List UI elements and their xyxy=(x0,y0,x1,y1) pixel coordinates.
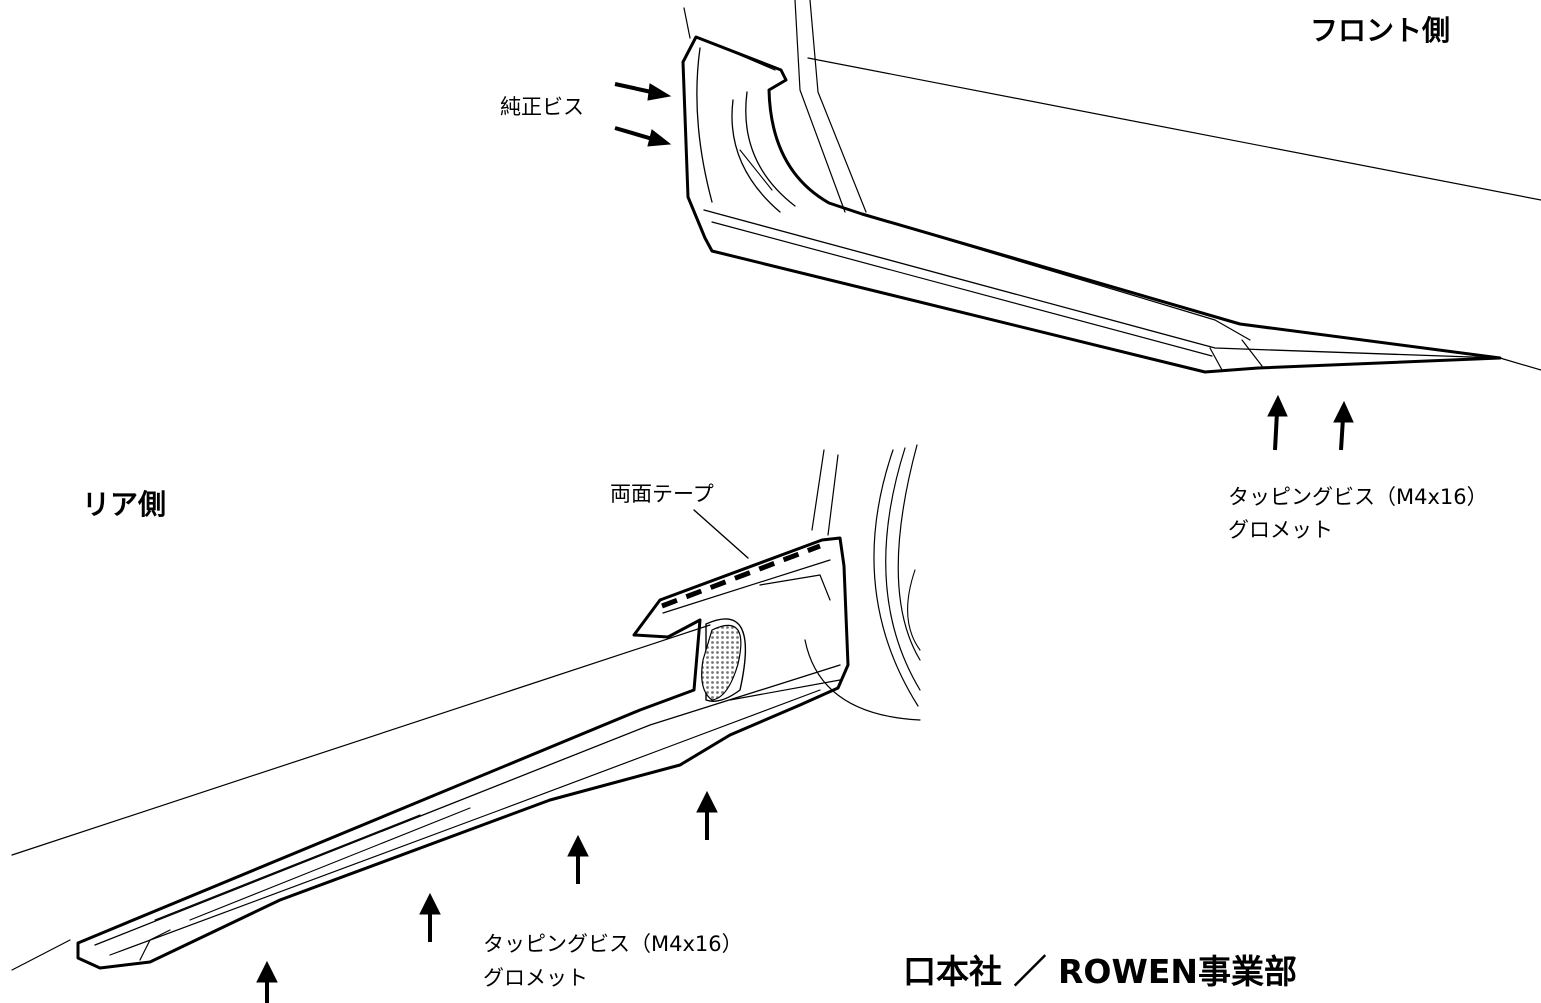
mesh-vent-icon xyxy=(701,624,742,701)
company-name: 口本社 ／ ROWEN事業部 xyxy=(903,952,1298,991)
front-side-skirt-drawing xyxy=(681,0,1541,374)
double-sided-tape-line xyxy=(661,543,821,609)
arrow-icon xyxy=(614,82,1354,451)
rear-side-title: リア側 xyxy=(82,488,167,521)
double-sided-tape-label: 両面テープ xyxy=(610,482,714,506)
rear-tapping-screw-label: タッピングビス（M4x16） xyxy=(483,932,743,956)
front-side-title: フロント側 xyxy=(1310,14,1451,47)
rear-grommet-label: グロメット xyxy=(483,966,588,990)
front-grommet-label: グロメット xyxy=(1228,518,1333,542)
arrow-icon xyxy=(256,790,718,1003)
front-tapping-screw-label: タッピングビス（M4x16） xyxy=(1228,485,1488,509)
front-screw-label: 純正ビス xyxy=(500,95,584,119)
rear-side-skirt-drawing xyxy=(11,444,921,971)
